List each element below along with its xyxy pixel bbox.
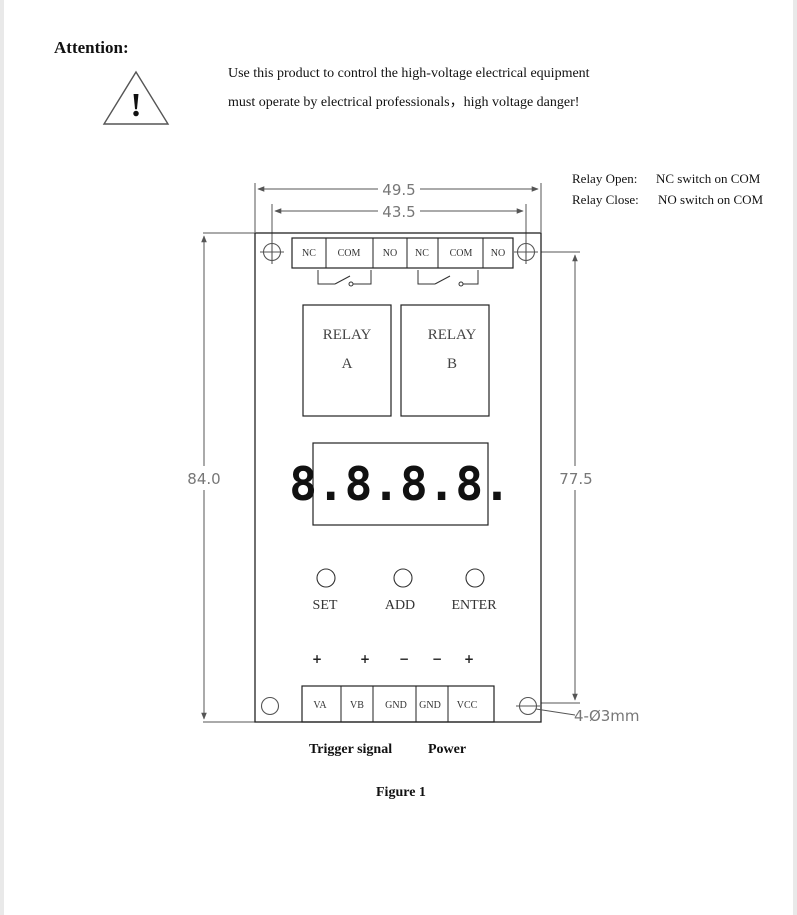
relay-a-id: A: [342, 356, 353, 372]
bottom-terminal-3: GND: [385, 700, 407, 711]
add-button-label: ADD: [385, 598, 415, 613]
relay-open-note: Relay Open: NC switch on COM: [572, 171, 760, 187]
page-right-edge: [793, 0, 797, 915]
trigger-signal-label: Trigger signal: [309, 742, 393, 757]
attention-title: Attention:: [54, 38, 129, 57]
top-terminal-3: NO: [383, 248, 397, 259]
polarity-mark-vb: +: [360, 652, 370, 666]
attention-line-1: Use this product to control the high-vol…: [228, 66, 590, 81]
attention-line-2: must operate by electrical professionals…: [228, 95, 580, 110]
relay-b-box: [400, 304, 490, 417]
top-terminal-6: NO: [491, 248, 505, 259]
hole-height-dimension: [541, 251, 580, 704]
display-digits: 8.8.8.8.: [289, 457, 511, 511]
warning-symbol: !: [130, 87, 141, 124]
relay-b-id: B: [447, 356, 457, 372]
relay-open-label: Relay Open:: [572, 171, 638, 186]
polarity-mark-va: +: [312, 652, 322, 666]
relay-a-box: [302, 304, 392, 417]
relay-b-label: RELAY: [428, 327, 477, 343]
relay-open-value: NC switch on COM: [656, 171, 761, 186]
outer-width-label: 49.5: [382, 181, 415, 199]
top-terminal-4: NC: [415, 248, 429, 259]
top-terminal-1: NC: [302, 248, 316, 259]
power-label: Power: [428, 742, 467, 757]
enter-button-label: ENTER: [451, 598, 497, 613]
add-button: [393, 568, 413, 588]
relay-a-contact-symbol: [317, 270, 372, 287]
page-left-edge: [0, 0, 4, 915]
mount-hole-leader: [535, 708, 576, 716]
mounting-holes: [260, 240, 540, 716]
relay-a-label: RELAY: [323, 327, 372, 343]
relay-close-label: Relay Close:: [572, 192, 639, 207]
relay-b-contact-symbol: [417, 270, 479, 287]
polarity-mark-gnd-2: −: [432, 652, 442, 666]
polarity-mark-vcc: +: [464, 652, 474, 666]
bottom-terminal-5: VCC: [457, 700, 478, 711]
relay-close-note: Relay Close: NO switch on COM: [572, 192, 763, 208]
outer-height-label: 84.0: [187, 470, 220, 488]
bottom-terminal-4: GND: [419, 700, 441, 711]
bottom-terminal-block: VA VB GND GND VCC: [301, 685, 495, 723]
mount-hole-bottom-left: [260, 696, 280, 716]
top-terminal-2: COM: [338, 248, 361, 259]
figure-caption: Figure 1: [376, 785, 426, 800]
hole-width-label: 43.5: [382, 203, 415, 221]
top-terminal-block: NC COM NO NC COM NO: [291, 237, 514, 269]
polarity-mark-gnd-1: −: [399, 652, 409, 666]
outer-width-dimension: [254, 183, 542, 232]
warning-triangle-icon: !: [102, 70, 170, 125]
set-button-label: SET: [313, 598, 338, 613]
set-button: [316, 568, 336, 588]
bottom-terminal-1: VA: [313, 700, 327, 711]
enter-button: [465, 568, 485, 588]
mount-hole-label: 4-Ø3mm: [574, 707, 640, 725]
hole-height-label: 77.5: [559, 470, 592, 488]
hole-width-dimension: [271, 204, 527, 240]
relay-close-value: NO switch on COM: [658, 192, 764, 207]
bottom-terminal-2: VB: [350, 700, 364, 711]
top-terminal-5: COM: [450, 248, 473, 259]
outer-height-dimension: [201, 232, 255, 723]
seven-segment-display: [312, 442, 489, 526]
